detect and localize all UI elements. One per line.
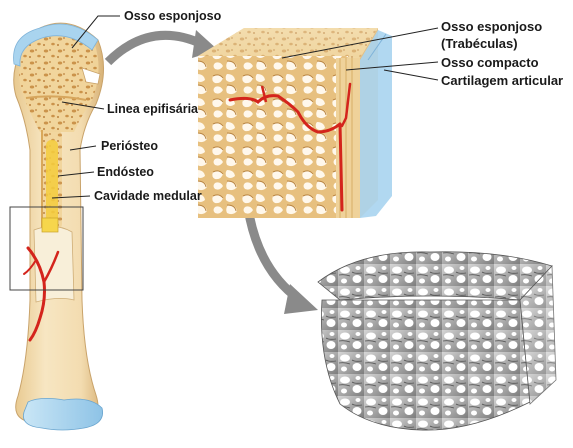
curved-arrow-icon xyxy=(248,208,318,314)
label-epiphyseal-line: Linea epifisária xyxy=(107,102,198,117)
micro-ct-top xyxy=(318,252,552,300)
micro-ct-front xyxy=(321,300,530,430)
micro-ct-spongy-bone xyxy=(318,252,556,430)
label-medullary-cavity: Cavidade medular xyxy=(94,189,202,204)
label-articular-cartilage: Cartilagem articular xyxy=(441,73,563,88)
marrow-cut-face xyxy=(42,218,58,232)
label-spongy-bone: Osso esponjoso xyxy=(124,9,221,24)
label-periosteum: Periósteo xyxy=(101,139,158,154)
yellow-marrow-core xyxy=(46,140,58,228)
long-bone xyxy=(10,23,104,430)
label-endosteum: Endósteo xyxy=(97,165,154,180)
articular-cartilage-bottom xyxy=(23,398,102,430)
block-front-face xyxy=(198,56,348,218)
block-cartilage xyxy=(360,30,392,218)
label-spongy-bone-trabeculae: Osso esponjoso xyxy=(441,19,542,34)
label-compact-bone: Osso compacto xyxy=(441,55,539,70)
enlarged-bone-block xyxy=(198,28,392,218)
label-trabeculae: (Trabéculas) xyxy=(441,36,518,51)
